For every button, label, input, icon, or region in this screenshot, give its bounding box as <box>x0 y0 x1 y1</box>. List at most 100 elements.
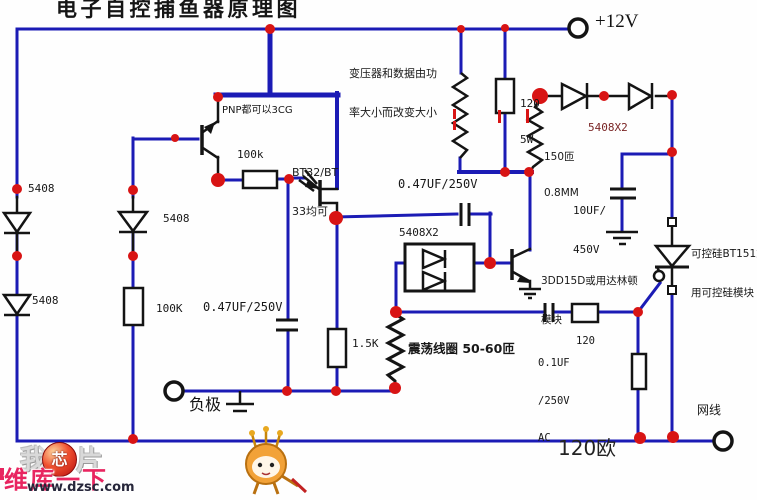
junction-dot <box>667 147 677 157</box>
npn-emitter-arrow <box>517 275 530 283</box>
note-line: 5W <box>520 133 534 146</box>
label-transformer-note: 变压器和数据由功 率大小而改变大小 <box>349 41 437 145</box>
label-diode-left-b: 5408 <box>32 294 59 307</box>
junction-dot <box>282 386 292 396</box>
label-negative-terminal: 负极 <box>189 395 222 414</box>
ground-filter-cap <box>606 230 638 246</box>
note-line: /250V <box>538 394 570 407</box>
pnp-transistor <box>200 122 215 155</box>
note-line: 可控硅BT151或 <box>691 248 757 260</box>
diode-body <box>1 211 33 235</box>
rectifier-diode-2 <box>627 81 654 112</box>
junction-dot <box>128 434 138 444</box>
diode-body <box>627 81 654 112</box>
junction-dot <box>128 251 138 261</box>
terminal-net-wire <box>712 430 734 452</box>
label-resistor-gate: 120 <box>576 335 595 347</box>
wire-gate-diagonal <box>635 280 663 315</box>
junction-dot <box>171 134 179 142</box>
red-mark <box>453 121 456 130</box>
label-diode-left-a: 5408 <box>28 182 55 195</box>
junction-dot <box>633 307 643 317</box>
note-line: 率大小而改变大小 <box>349 106 437 119</box>
rectifier-diode-1 <box>560 81 589 112</box>
label-diode-mid: 5408 <box>163 212 190 225</box>
diode-body <box>560 81 589 112</box>
scr-body <box>653 244 692 268</box>
label-cap-coupling: 0.47UF/250V <box>398 177 478 191</box>
resistor-120-5w <box>494 77 516 115</box>
junction-dot <box>331 386 341 396</box>
label-ujt-note: BT32/BT 33均可 <box>292 140 338 244</box>
note-line: 0.8MM <box>544 187 579 199</box>
label-resistor-base: 100k <box>237 148 264 161</box>
junction-dot <box>12 251 22 261</box>
junction-dot <box>12 184 22 194</box>
label-net-terminal: 网线 <box>697 403 722 417</box>
label-npn-note: 3DD15D或用达林顿 模块 <box>541 249 638 353</box>
terminal-12v <box>567 17 589 39</box>
resistor-100k-base <box>241 169 279 190</box>
cap-timing-047uf <box>276 318 298 332</box>
note-line: 10UF/ <box>573 204 607 217</box>
note-line: AC <box>538 432 551 444</box>
junction-dot <box>634 432 646 444</box>
diode-body <box>421 270 448 292</box>
junction-dot <box>501 24 509 32</box>
junction-dot <box>532 88 548 104</box>
label-cap-timing: 0.47UF/250V <box>203 300 283 314</box>
junction-dot <box>211 173 225 187</box>
cap-coupling-047uf <box>459 203 471 226</box>
junction-dot <box>390 306 402 318</box>
transformer-primary-winding <box>450 72 470 159</box>
junction-dot <box>484 257 496 269</box>
label-power-terminal: +12V <box>595 11 639 32</box>
wire-coupling-cap <box>334 211 493 264</box>
ground-negative-rail <box>226 391 254 413</box>
ujt-transistor <box>298 169 322 206</box>
terminal-negative <box>163 380 185 402</box>
diode-left-a <box>1 211 33 235</box>
npn-transistor <box>510 249 530 283</box>
junction-dot <box>524 167 534 177</box>
feedback-diode-box <box>403 242 476 293</box>
label-cap-filter: 10UF/ 450V <box>573 178 606 282</box>
note-line: 150匝 <box>544 151 575 163</box>
red-mark <box>498 110 501 123</box>
red-marks <box>453 109 529 130</box>
scr-gate-node <box>652 269 666 283</box>
resistor-120-gate <box>570 302 600 324</box>
label-scr-note: 可控硅BT151或 用可控硅模块 <box>691 222 757 326</box>
wire-feedback-left <box>394 261 407 313</box>
label-feedback-diodes: 5408X2 <box>399 226 439 239</box>
diode-body <box>421 248 448 270</box>
note-line: 450V <box>573 243 600 256</box>
wire-filter-cap-branch <box>620 152 674 233</box>
note-line: 模块 <box>541 314 562 326</box>
note-line: 120欧 <box>558 436 617 460</box>
scr-terminal-marker <box>667 217 677 227</box>
lead-pnp <box>201 97 220 181</box>
diode-mid <box>116 210 150 234</box>
oscillator-coil <box>384 312 407 386</box>
wire-primary-winding <box>458 27 463 173</box>
note-line: 120 <box>520 97 540 110</box>
scr-terminal-marker <box>667 285 677 295</box>
ground-npn-emitter <box>519 287 541 300</box>
note-line: 变压器和数据由功 <box>349 67 437 80</box>
note-line: 3DD15D或用达林顿 <box>541 275 638 287</box>
pnp-emitter-arrow <box>204 122 215 134</box>
red-mark <box>453 109 456 119</box>
ujt-emitter-arrowhead <box>305 180 319 189</box>
junction-dot <box>457 25 465 33</box>
label-secondary-winding: 150匝 0.8MM <box>544 127 579 223</box>
label-resistor-power: 120 5W <box>520 74 547 170</box>
diode-body <box>1 293 33 317</box>
junction-dot <box>599 91 609 101</box>
label-pnp-note: PNP都可以3CG <box>222 105 293 116</box>
cap-gate-01uf <box>543 303 555 322</box>
note-line: 用可控硅模块 <box>691 287 754 299</box>
secondary-winding-150t <box>525 105 545 172</box>
